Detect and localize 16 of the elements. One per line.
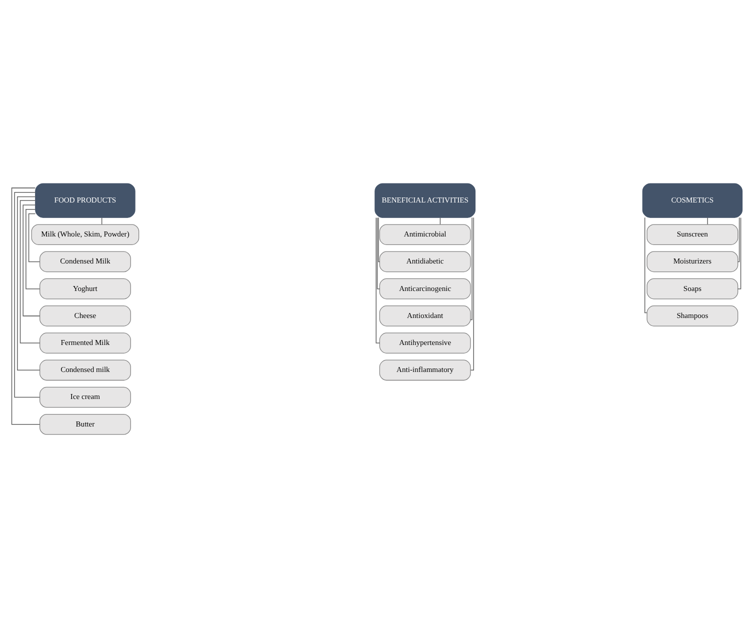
connector — [376, 216, 380, 343]
connector — [22, 204, 40, 316]
connector — [11, 187, 40, 424]
connector — [644, 216, 648, 313]
connector — [378, 216, 380, 262]
connector — [738, 216, 740, 262]
connector — [738, 216, 742, 289]
connector — [470, 216, 472, 320]
connector — [20, 200, 40, 343]
connector — [28, 212, 40, 262]
connector — [707, 216, 708, 224]
connector — [14, 191, 40, 398]
connector — [376, 216, 380, 289]
connector — [26, 208, 40, 289]
connector — [470, 216, 474, 370]
connector — [17, 196, 40, 370]
